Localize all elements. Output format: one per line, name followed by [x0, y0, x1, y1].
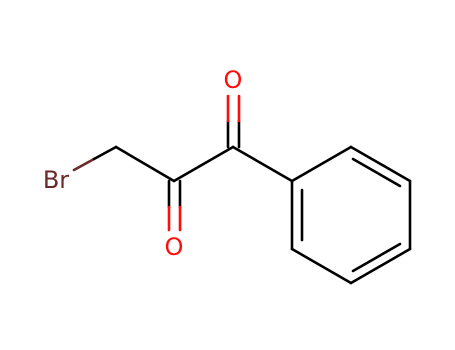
benzene-ring	[290, 145, 412, 285]
ring-inner-bond-top	[351, 157, 402, 188]
atom-label-oxygen-top: O	[224, 66, 243, 94]
atom-label-oxygen-bottom: O	[165, 233, 184, 261]
bond-br-ch2-c-half	[92, 145, 118, 161]
ring-inner-bond-bottom	[351, 242, 402, 273]
ring-bond-2	[349, 145, 412, 183]
ring-bond-4	[349, 247, 412, 285]
bond-br-ch2-br-half	[72, 157, 96, 172]
bond-c2-c1	[172, 145, 235, 183]
ring-bond-1	[290, 145, 353, 183]
bond-c1-phenyl	[231, 145, 294, 183]
bond-ch2-c2	[114, 145, 176, 183]
atom-label-bromine: Br	[43, 166, 69, 194]
ring-bond-5	[290, 247, 353, 285]
